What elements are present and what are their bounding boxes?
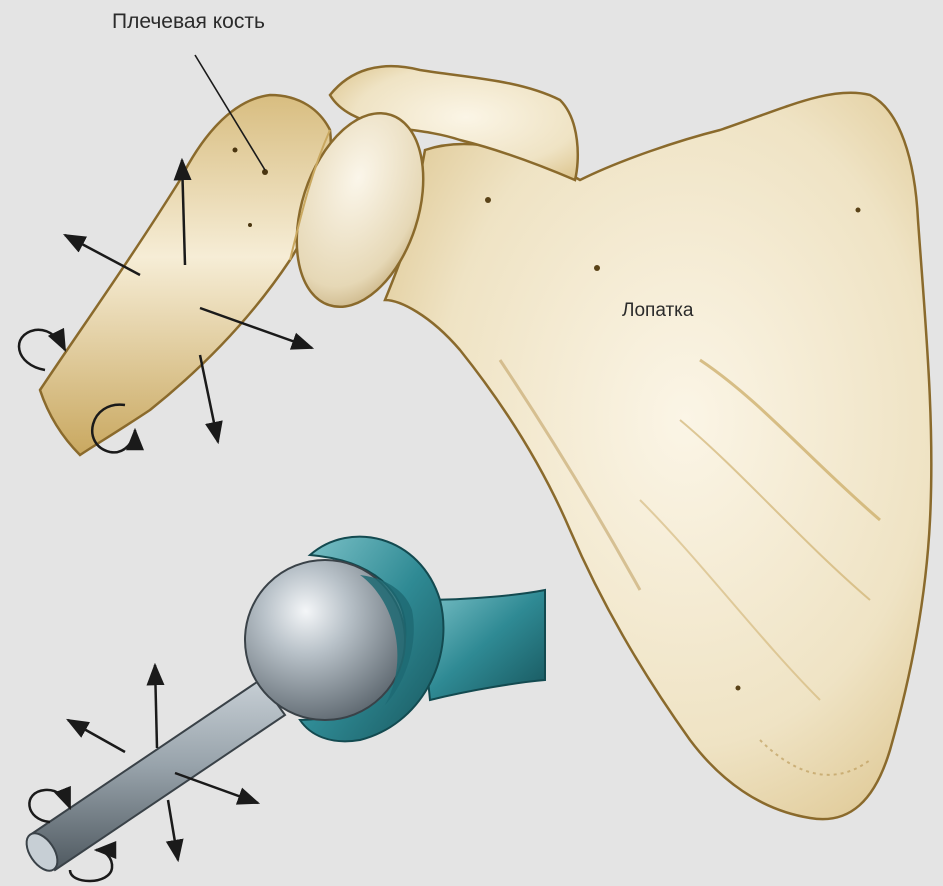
arrow-icon bbox=[175, 773, 258, 803]
arrow-icon bbox=[65, 235, 140, 275]
arrow-icon bbox=[200, 355, 218, 442]
arrow-icon bbox=[155, 665, 157, 748]
scapula-body bbox=[385, 93, 931, 819]
arrow-icon bbox=[168, 800, 178, 860]
humerus-shaft bbox=[40, 95, 331, 455]
scapula-label: Лопатка bbox=[622, 300, 693, 322]
prosthesis bbox=[20, 537, 545, 876]
humerus-label: Плечевая кость bbox=[112, 10, 265, 34]
prosthesis-rod bbox=[30, 680, 285, 870]
arrow-icon bbox=[68, 720, 125, 752]
humerus bbox=[40, 95, 446, 455]
